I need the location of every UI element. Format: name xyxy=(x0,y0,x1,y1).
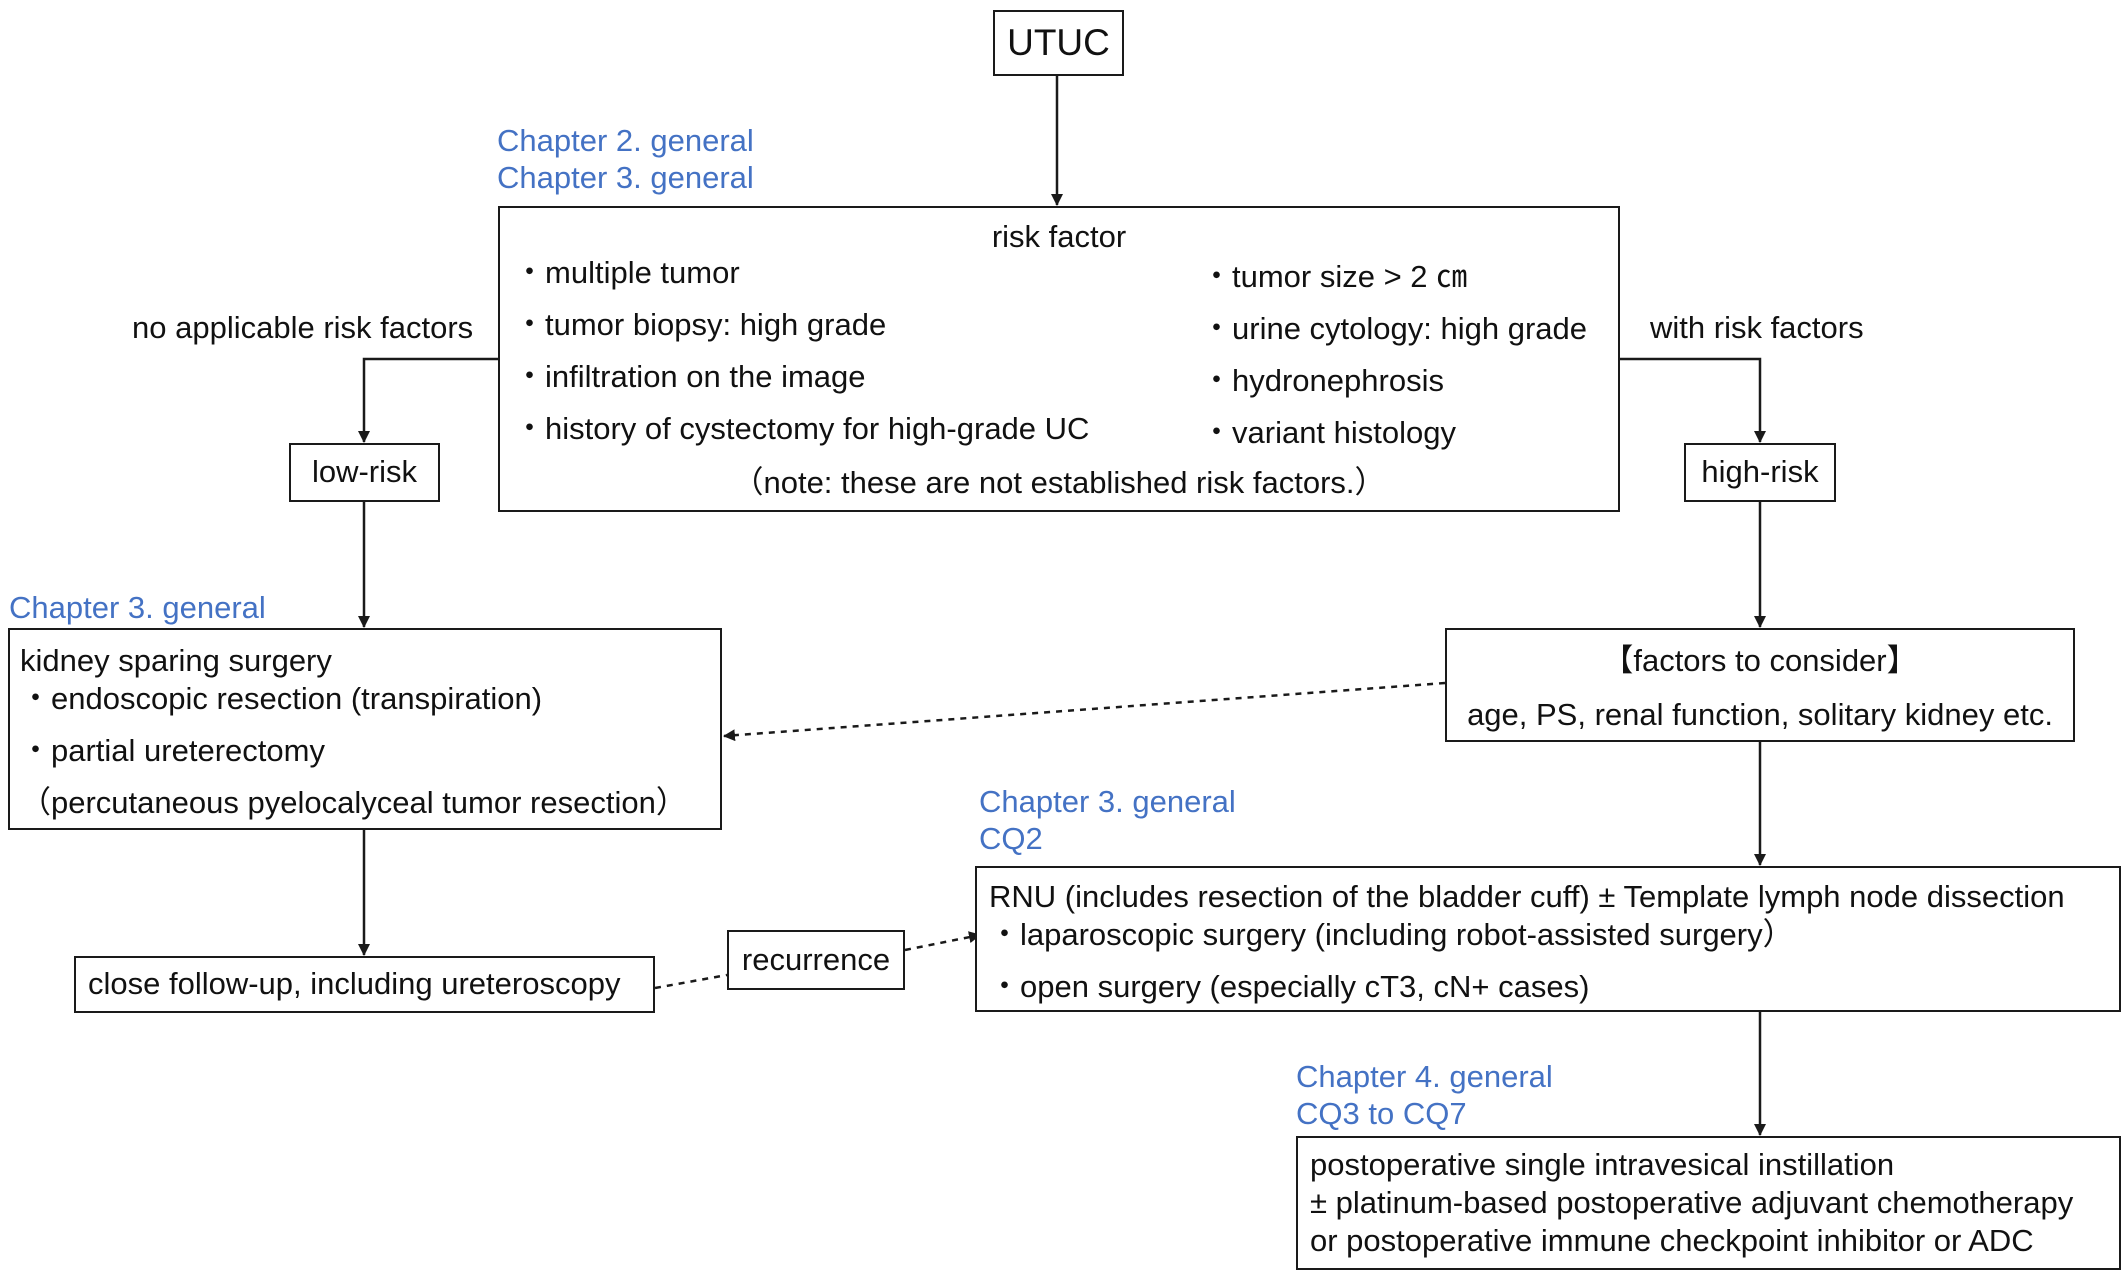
rnu-item-laparoscopic: ・laparoscopic surgery (including robot-a… xyxy=(989,917,1794,952)
utuc-label: UTUC xyxy=(1007,22,1110,63)
postoperative-references: Chapter 4. general CQ3 to CQ7 xyxy=(1296,1058,1553,1132)
reference-chapter-3: Chapter 3. general xyxy=(497,160,754,195)
utuc-node: UTUC xyxy=(993,10,1124,76)
postoperative-content: postoperative single intravesical instil… xyxy=(1310,1146,2073,1260)
risk-factor-title: risk factor xyxy=(991,219,1127,254)
arrow-recurrence-to-rnu xyxy=(904,931,981,952)
risk-factor-left-list: ・multiple tumor ・tumor biopsy: high grad… xyxy=(514,254,1089,462)
postoperative-line-chemotherapy: ± platinum-based postoperative adjuvant … xyxy=(1310,1185,2074,1220)
arrow-risk-to-low-risk xyxy=(358,357,498,443)
risk-item-hydronephrosis: ・hydronephrosis xyxy=(1201,363,1444,398)
low-risk-label: low-risk xyxy=(311,454,418,489)
high-risk-label: high-risk xyxy=(1701,454,1819,489)
rnu-content: RNU (includes resection of the bladder c… xyxy=(989,878,2065,1006)
rnu-node: RNU (includes resection of the bladder c… xyxy=(975,866,2121,1012)
factors-text: age, PS, renal function, solitary kidney… xyxy=(1467,697,2053,732)
risk-factor-references: Chapter 2. general Chapter 3. general xyxy=(497,122,754,196)
risk-item-infiltration: ・infiltration on the image xyxy=(514,359,866,394)
kidney-sparing-references: Chapter 3. general xyxy=(9,589,266,626)
kidney-sparing-node: kidney sparing surgery ・endoscopic resec… xyxy=(8,628,722,830)
high-risk-node: high-risk xyxy=(1684,443,1836,502)
recurrence-node: recurrence xyxy=(727,930,905,990)
rnu-item-open-surgery: ・open surgery (especially cT3, cN+ cases… xyxy=(989,969,1590,1004)
postoperative-line-immune: or postoperative immune checkpoint inhib… xyxy=(1310,1223,2034,1258)
kidney-item-partial-ureterectomy: ・partial ureterectomy xyxy=(20,733,325,768)
reference-chapter-4: Chapter 4. general xyxy=(1296,1059,1553,1094)
reference-chapter-3-rnu: Chapter 3. general xyxy=(979,784,1236,819)
follow-up-label: close follow-up, including ureteroscopy xyxy=(88,966,621,1001)
arrow-factors-to-kidney-sparing xyxy=(723,681,1446,742)
risk-item-multiple-tumor: ・multiple tumor xyxy=(514,255,740,290)
factors-title: 【factors to consider】 xyxy=(1602,643,1918,678)
postoperative-line-instillation: postoperative single intravesical instil… xyxy=(1310,1147,1895,1182)
arrow-risk-to-high-risk xyxy=(1620,357,1766,443)
reference-chapter-3-kidney: Chapter 3. general xyxy=(9,590,266,625)
follow-up-node: close follow-up, including ureteroscopy xyxy=(74,956,655,1013)
kidney-item-endoscopic: ・endoscopic resection (transpiration) xyxy=(20,681,543,716)
kidney-item-percutaneous: （percutaneous pyelocalyceal tumor resect… xyxy=(20,785,687,820)
reference-chapter-2: Chapter 2. general xyxy=(497,123,754,158)
no-risk-factors-label: no applicable risk factors xyxy=(132,310,474,345)
reference-cq3-to-cq7: CQ3 to CQ7 xyxy=(1296,1096,1467,1131)
risk-item-urine-cytology: ・urine cytology: high grade xyxy=(1201,311,1588,346)
low-risk-node: low-risk xyxy=(289,443,440,502)
risk-item-tumor-biopsy: ・tumor biopsy: high grade xyxy=(514,307,887,342)
reference-cq2: CQ2 xyxy=(979,821,1043,856)
kidney-sparing-content: kidney sparing surgery ・endoscopic resec… xyxy=(20,642,687,822)
with-risk-factors-label: with risk factors xyxy=(1650,310,1864,345)
risk-item-variant-histology: ・variant histology xyxy=(1201,415,1457,450)
risk-factor-note: （note: these are not established risk fa… xyxy=(732,465,1386,500)
risk-factor-right-list: ・tumor size > 2 ㎝ ・urine cytology: high … xyxy=(1201,258,1587,466)
risk-factor-node: risk factor ・multiple tumor ・tumor biops… xyxy=(498,206,1620,512)
rnu-references: Chapter 3. general CQ2 xyxy=(979,783,1236,857)
kidney-sparing-title: kidney sparing surgery xyxy=(20,643,332,678)
risk-item-cystectomy-history: ・history of cystectomy for high-grade UC xyxy=(514,411,1090,446)
risk-item-tumor-size: ・tumor size > 2 ㎝ xyxy=(1201,259,1468,294)
recurrence-label: recurrence xyxy=(741,942,891,977)
factors-to-consider-node: 【factors to consider】 age, PS, renal fun… xyxy=(1445,628,2075,742)
connector-follow-up-to-recurrence xyxy=(654,973,728,990)
rnu-title: RNU (includes resection of the bladder c… xyxy=(989,879,2065,914)
postoperative-node: postoperative single intravesical instil… xyxy=(1296,1136,2121,1270)
